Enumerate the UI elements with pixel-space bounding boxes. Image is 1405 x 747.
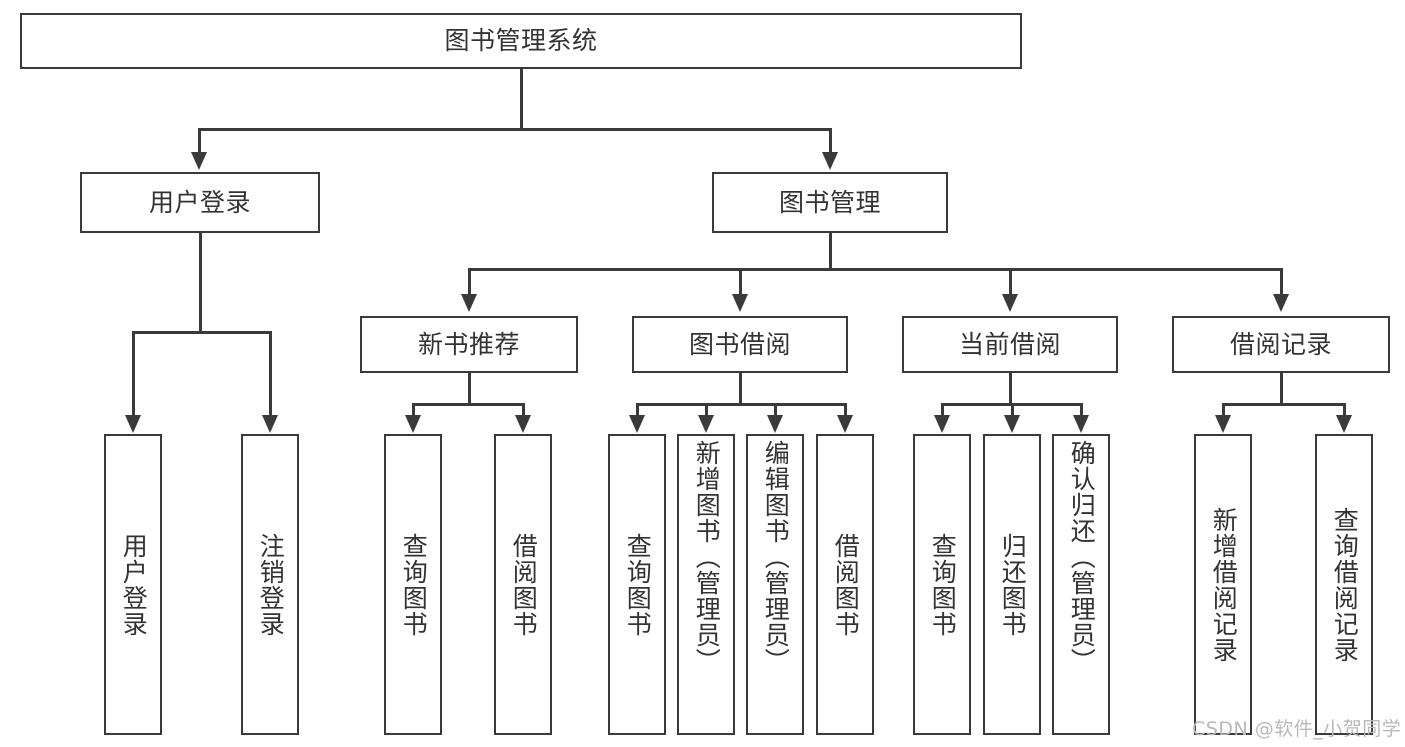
arrowhead-current-borrow-leaf-1 xyxy=(934,415,950,433)
node-label: 借阅图书 xyxy=(831,532,861,637)
leaf-user-login-login[interactable]: 用户登录 xyxy=(104,434,162,735)
edge-book-management-to-current-borrow xyxy=(1009,268,1012,296)
node-borrow-record[interactable]: 借阅记录 xyxy=(1172,316,1390,373)
arrowhead-root-to-book-management xyxy=(822,152,838,170)
edge-book-management-to-book-borrow xyxy=(739,268,742,296)
edge-new-book-to-leaf-1 xyxy=(412,403,415,417)
arrowhead-book-borrow-leaf-4 xyxy=(837,415,853,433)
node-user-login[interactable]: 用户登录 xyxy=(80,172,320,233)
node-label: 图书管理 xyxy=(778,187,881,217)
arrowhead-root-to-user-login xyxy=(191,152,207,170)
leaf-book-borrow-edit-book-admin[interactable]: 编辑图书（管理员） xyxy=(746,434,804,735)
node-label: 当前借阅 xyxy=(958,329,1061,359)
arrowhead-user-login-leaf-2 xyxy=(262,415,278,433)
node-label: 用户登录 xyxy=(119,532,149,637)
edge-borrow-record-to-leaf-1 xyxy=(1222,403,1225,417)
edge-user-login-stem xyxy=(199,233,202,333)
node-label: 查询图书 xyxy=(399,532,429,637)
node-label: 借阅记录 xyxy=(1229,329,1332,359)
node-current-borrow[interactable]: 当前借阅 xyxy=(902,316,1118,373)
node-label: 注销登录 xyxy=(256,532,286,637)
node-label: 图书借阅 xyxy=(688,329,791,359)
edge-borrow-record-stem xyxy=(1280,373,1283,405)
edge-current-borrow-to-leaf-1 xyxy=(941,403,944,417)
leaf-book-borrow-query-book[interactable]: 查询图书 xyxy=(608,434,666,735)
arrowhead-bm-new-book xyxy=(461,294,477,312)
edge-book-management-to-borrow-record xyxy=(1280,268,1283,296)
edge-root-stem xyxy=(520,69,523,130)
arrowhead-book-borrow-leaf-1 xyxy=(629,415,645,433)
arrowhead-bm-book-borrow xyxy=(732,294,748,312)
edge-book-borrow-stem xyxy=(739,373,742,405)
edge-current-borrow-to-leaf-2 xyxy=(1011,403,1014,417)
edge-book-borrow-to-leaf-4 xyxy=(844,403,847,417)
arrowhead-book-borrow-leaf-2 xyxy=(698,415,714,433)
node-label: 用户登录 xyxy=(148,187,251,217)
arrowhead-new-book-leaf-2 xyxy=(515,415,531,433)
node-label: 新书推荐 xyxy=(417,329,520,359)
leaf-current-borrow-return-book[interactable]: 归还图书 xyxy=(983,434,1041,735)
arrowhead-new-book-leaf-1 xyxy=(405,415,421,433)
node-root-book-management-system[interactable]: 图书管理系统 xyxy=(20,13,1022,69)
edge-current-borrow-to-leaf-3 xyxy=(1080,403,1083,417)
arrowhead-current-borrow-leaf-2 xyxy=(1004,415,1020,433)
node-book-management[interactable]: 图书管理 xyxy=(712,172,948,233)
node-book-borrow[interactable]: 图书借阅 xyxy=(632,316,848,373)
leaf-book-borrow-borrow-book[interactable]: 借阅图书 xyxy=(816,434,874,735)
edge-current-borrow-stem xyxy=(1009,373,1012,405)
arrowhead-bm-borrow-record xyxy=(1273,294,1289,312)
edge-new-book-to-leaf-2 xyxy=(522,403,525,417)
edge-root-to-user-login xyxy=(198,128,201,154)
edge-book-borrow-to-leaf-3 xyxy=(774,403,777,417)
edge-user-login-bus xyxy=(132,331,269,334)
arrowhead-bm-current-borrow xyxy=(1002,294,1018,312)
node-label: 查询借阅记录 xyxy=(1330,506,1360,663)
arrowhead-user-login-leaf-1 xyxy=(125,415,141,433)
node-label: 确认归还（管理员） xyxy=(1067,440,1097,674)
edge-user-login-to-leaf-2 xyxy=(269,331,272,417)
edge-user-login-to-leaf-1 xyxy=(132,331,135,417)
node-label: 图书管理系统 xyxy=(444,26,598,56)
edge-book-management-to-new-book xyxy=(468,268,471,296)
edge-book-management-stem xyxy=(829,233,832,270)
leaf-new-book-borrow-book[interactable]: 借阅图书 xyxy=(494,434,552,735)
csdn-watermark: CSDN @软件_小贺同学 xyxy=(1192,718,1402,740)
edge-root-bus xyxy=(198,128,832,131)
arrowhead-borrow-record-leaf-1 xyxy=(1215,415,1231,433)
node-label: 查询图书 xyxy=(623,532,653,637)
arrowhead-borrow-record-leaf-2 xyxy=(1336,415,1352,433)
node-label: 借阅图书 xyxy=(509,532,539,637)
edge-book-borrow-to-leaf-1 xyxy=(636,403,639,417)
arrowhead-book-borrow-leaf-3 xyxy=(767,415,783,433)
edge-new-book-bus xyxy=(412,403,525,406)
edge-book-management-bus xyxy=(468,268,1282,271)
node-label: 归还图书 xyxy=(998,532,1028,637)
node-label: 查询图书 xyxy=(928,532,958,637)
edge-borrow-record-to-leaf-2 xyxy=(1343,403,1346,417)
node-new-book-recommend[interactable]: 新书推荐 xyxy=(360,316,578,373)
arrowhead-current-borrow-leaf-3 xyxy=(1073,415,1089,433)
leaf-current-borrow-query-book[interactable]: 查询图书 xyxy=(913,434,971,735)
node-label: 编辑图书（管理员） xyxy=(761,440,791,674)
edge-root-to-book-management xyxy=(829,128,832,154)
leaf-user-login-logout[interactable]: 注销登录 xyxy=(241,434,299,735)
edge-book-borrow-to-leaf-2 xyxy=(705,403,708,417)
leaf-borrow-record-add-record[interactable]: 新增借阅记录 xyxy=(1194,434,1252,735)
node-label: 新增借阅记录 xyxy=(1209,506,1239,663)
edge-new-book-stem xyxy=(468,373,471,405)
edge-book-borrow-bus xyxy=(636,403,847,406)
edge-borrow-record-bus xyxy=(1222,403,1345,406)
node-label: 新增图书（管理员） xyxy=(692,440,722,674)
leaf-current-borrow-confirm-return-admin[interactable]: 确认归还（管理员） xyxy=(1052,434,1110,735)
leaf-new-book-query-book[interactable]: 查询图书 xyxy=(384,434,442,735)
leaf-borrow-record-query-record[interactable]: 查询借阅记录 xyxy=(1315,434,1373,735)
leaf-book-borrow-add-book-admin[interactable]: 新增图书（管理员） xyxy=(677,434,735,735)
